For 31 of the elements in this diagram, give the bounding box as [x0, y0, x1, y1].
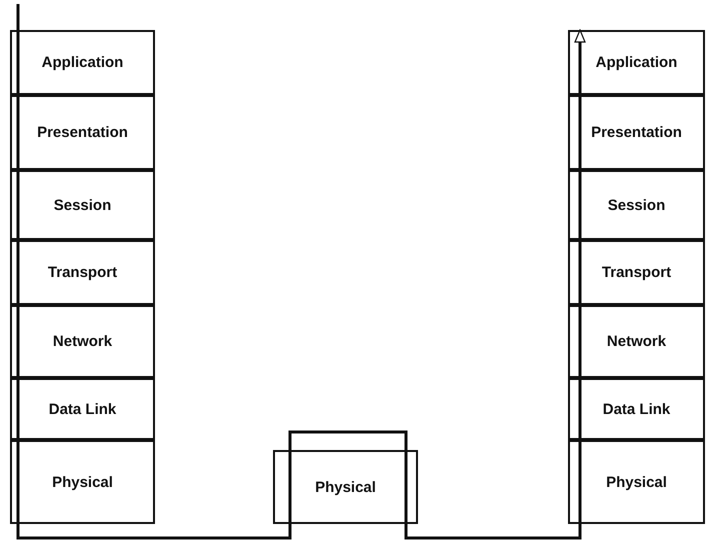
- layer-box: [568, 378, 705, 440]
- layer-label: Presentation: [591, 124, 682, 141]
- layer-box: [10, 378, 155, 440]
- layer-label: Physical: [315, 478, 376, 496]
- layer-label: Transport: [602, 264, 672, 281]
- layer-box: [273, 450, 418, 524]
- layer-label: Data Link: [48, 400, 116, 418]
- layer-box: [10, 240, 155, 305]
- layer-box: [10, 440, 155, 524]
- layer-box: [568, 95, 705, 170]
- layer-box: [568, 305, 705, 378]
- layer-label: Network: [606, 333, 666, 350]
- layer-label: Application: [42, 54, 124, 71]
- layer-label: Transport: [48, 264, 118, 281]
- layer-label: Session: [54, 196, 112, 214]
- layer-label: Network: [52, 333, 112, 350]
- layer-label: Session: [608, 196, 666, 214]
- layer-box: [10, 30, 155, 95]
- layer-box: [10, 170, 155, 240]
- layer-label: Physical: [606, 474, 667, 490]
- layer-label: Data Link: [602, 400, 670, 418]
- layer-label: Physical: [52, 474, 113, 490]
- layer-box: [568, 170, 705, 240]
- layer-box: [10, 305, 155, 378]
- data-flow-arrow: [16, 4, 586, 540]
- layer-box: [568, 30, 705, 95]
- layer-box: [568, 440, 705, 524]
- layer-box: [568, 240, 705, 305]
- layer-label: Application: [596, 54, 678, 71]
- layer-label: Presentation: [37, 124, 128, 141]
- layer-box: [10, 95, 155, 170]
